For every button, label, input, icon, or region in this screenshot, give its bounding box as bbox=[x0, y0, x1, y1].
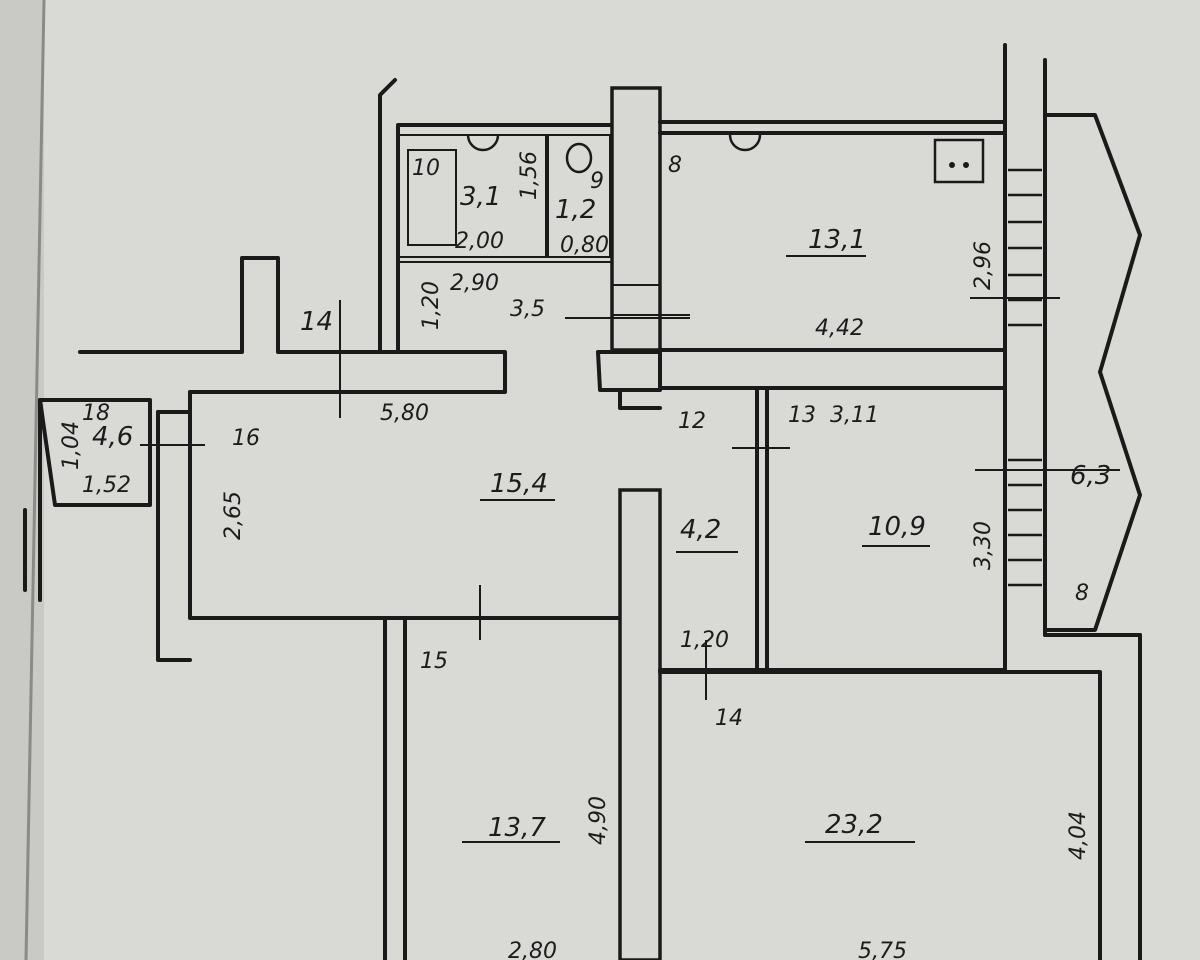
toilet-icon bbox=[565, 142, 593, 174]
bathtub-icon bbox=[407, 149, 457, 246]
walls bbox=[23, 43, 1142, 960]
dim-living-depth: 2,65 bbox=[221, 491, 246, 540]
room-number-16: 16 bbox=[232, 426, 260, 451]
area-bedroom-small: 10,9 bbox=[868, 512, 926, 542]
leader-lines bbox=[140, 297, 1120, 700]
dim-bedroom-br-depth: 4,04 bbox=[1066, 811, 1091, 860]
dim-kitchen-depth: 2,96 bbox=[971, 241, 996, 290]
dim-bedroom-bl-width: 2,80 bbox=[508, 939, 557, 960]
area-corridor: 4,2 bbox=[680, 515, 721, 545]
dim-hall-width-a: 2,90 bbox=[450, 271, 499, 296]
area-balcony: 6,3 bbox=[1070, 461, 1111, 491]
stove-icon bbox=[933, 138, 985, 184]
dim-hall-height: 1,20 bbox=[419, 281, 444, 330]
room-number-8: 8 bbox=[668, 153, 682, 178]
room-number-9: 9 bbox=[590, 169, 604, 194]
area-bath: 3,1 bbox=[460, 182, 501, 212]
dim-hall-width-b: 3,5 bbox=[510, 297, 545, 322]
room-number-10: 10 bbox=[412, 156, 440, 181]
dim-bedroom-small-depth: 3,30 bbox=[971, 521, 996, 570]
fixtures bbox=[407, 134, 985, 246]
room-number-18: 18 bbox=[82, 401, 110, 426]
area-living: 15,4 bbox=[490, 469, 548, 499]
bath-sink-icon bbox=[466, 134, 500, 152]
room-number-14-bottom: 14 bbox=[715, 706, 743, 731]
dim-kitchen-width: 4,42 bbox=[815, 316, 864, 341]
area-bedroom-bottom-left: 13,7 bbox=[488, 813, 546, 843]
area-bedroom-bottom-right: 23,2 bbox=[825, 810, 883, 840]
dimension-labels: 1,56 2,00 0,80 1,20 2,90 3,5 2,96 4,42 5… bbox=[59, 151, 1091, 960]
room-number-15: 15 bbox=[420, 649, 448, 674]
dim-bath-width: 2,00 bbox=[455, 229, 504, 254]
room-number-14-top: 14 bbox=[300, 307, 333, 337]
area-storage: 4,6 bbox=[92, 422, 133, 452]
room-number-13: 13 bbox=[788, 403, 816, 428]
area-wc: 1,2 bbox=[555, 195, 596, 225]
dim-bedroom-bl-depth: 4,90 bbox=[586, 796, 611, 845]
dim-wc-width: 0,80 bbox=[560, 233, 609, 258]
dim-storage-width: 1,52 bbox=[82, 473, 131, 498]
dim-bedroom-br-width: 5,75 bbox=[858, 939, 907, 960]
dim-door-width: 1,20 bbox=[680, 628, 729, 653]
area-kitchen: 13,1 bbox=[808, 225, 866, 255]
dim-bedroom-small-width: 3,11 bbox=[830, 403, 879, 428]
area-labels: 4,6 3,1 1,2 13,1 15,4 4,2 10,9 6,3 13,7 … bbox=[92, 182, 1111, 843]
room-number-8-balcony: 8 bbox=[1075, 581, 1089, 606]
room-number-12: 12 bbox=[678, 409, 706, 434]
sink-icon bbox=[728, 134, 762, 152]
paper-edge bbox=[24, 0, 46, 960]
dim-storage-height: 1,04 bbox=[59, 421, 84, 470]
dim-bath-height: 1,56 bbox=[517, 151, 542, 200]
dim-living-width: 5,80 bbox=[380, 401, 429, 426]
room-numbers: 10 9 8 14 18 16 12 13 15 14 8 bbox=[82, 153, 1089, 731]
